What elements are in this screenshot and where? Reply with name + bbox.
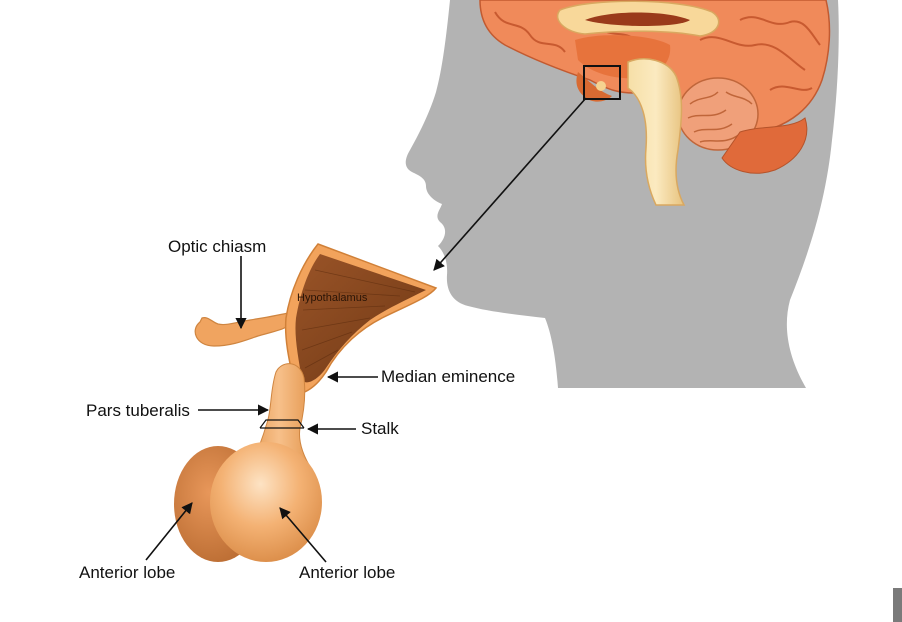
anterior-lobe-right-arrow (279, 507, 327, 563)
brainstem (627, 58, 686, 206)
brain-pituitary (596, 81, 606, 91)
brain-hypothalamus-region (576, 72, 612, 102)
zoom-arrow (433, 97, 587, 271)
scrollbar-thumb[interactable] (893, 588, 902, 622)
label-median-eminence: Median eminence (381, 367, 516, 386)
pituitary-gland (174, 243, 438, 562)
anterior-lobe-right-shape (210, 442, 322, 562)
brain-gyri (494, 11, 821, 91)
hypothalamus-wedge-inner (295, 254, 426, 383)
label-hypothalamus: Hypothalamus (297, 292, 368, 304)
anterior-lobe-left-arrow (145, 502, 193, 561)
pituitary-highlight-box (583, 65, 621, 100)
label-anterior-lobe-right: Anterior lobe (299, 563, 396, 582)
label-optic-chiasm: Optic chiasm (168, 237, 267, 256)
brain (479, 0, 831, 206)
hypothalamus-fibers (301, 269, 416, 369)
label-stalk: Stalk (361, 419, 399, 438)
stalk-bracket (259, 419, 305, 429)
occipital-lower (721, 117, 808, 174)
label-anterior-lobe-left: Anterior lobe (79, 563, 176, 582)
cerebellum-folia (687, 91, 753, 143)
optic-chiasm-shape (194, 311, 293, 347)
ventricle (585, 12, 690, 26)
label-pars-tuberalis: Pars tuberalis (86, 401, 190, 420)
